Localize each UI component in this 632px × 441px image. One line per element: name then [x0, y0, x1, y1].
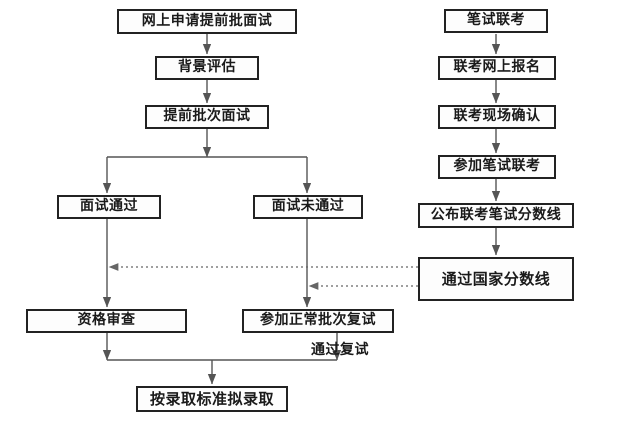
node-n6[interactable]: 资格审查 [26, 309, 187, 333]
node-label: 联考现场确认 [453, 108, 541, 125]
node-label: 笔试联考 [467, 12, 525, 29]
node-n4[interactable]: 面试通过 [57, 195, 161, 219]
node-n3[interactable]: 提前批次面试 [145, 105, 269, 129]
node-n5[interactable]: 面试未通过 [253, 195, 363, 219]
node-label: 按录取标准拟录取 [149, 389, 274, 408]
node-label: 提前批次面试 [163, 108, 251, 125]
node-n13[interactable]: 公布联考笔试分数线 [418, 203, 574, 228]
node-n12[interactable]: 参加笔试联考 [438, 155, 556, 179]
node-n2[interactable]: 背景评估 [155, 56, 259, 80]
node-label: 网上申请提前批面试 [141, 12, 273, 29]
node-label: 面试通过 [80, 198, 138, 215]
node-n10[interactable]: 联考网上报名 [438, 56, 556, 80]
node-n9[interactable]: 笔试联考 [444, 9, 548, 33]
node-n1[interactable]: 网上申请提前批面试 [117, 9, 297, 34]
node-n7[interactable]: 参加正常批次复试 [242, 309, 394, 333]
node-n11[interactable]: 联考现场确认 [438, 105, 556, 129]
node-n14[interactable]: 通过国家分数线 [418, 257, 574, 301]
node-label: 参加正常批次复试 [260, 312, 376, 329]
edge-label-pass-reexam: 通过复试 [311, 342, 369, 358]
node-label: 联考网上报名 [453, 59, 541, 76]
node-label: 参加笔试联考 [453, 158, 541, 175]
node-label: 背景评估 [178, 59, 236, 76]
node-label: 通过国家分数线 [441, 269, 551, 288]
node-label: 公布联考笔试分数线 [430, 206, 562, 223]
node-label: 面试未通过 [271, 198, 345, 215]
node-n8[interactable]: 按录取标准拟录取 [136, 386, 288, 412]
node-label: 资格审查 [77, 312, 136, 329]
